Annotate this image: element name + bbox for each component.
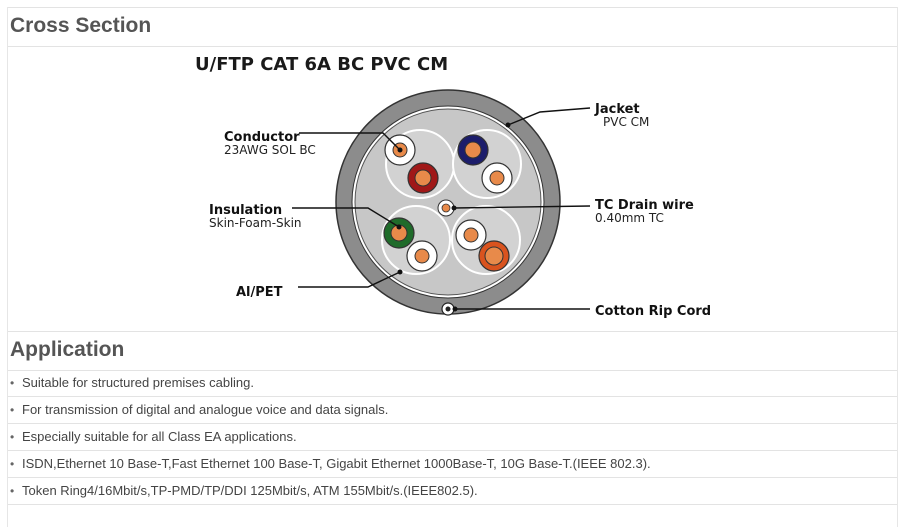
jacket-label: Jacket <box>594 102 640 117</box>
cross-section-header: Cross Section <box>8 7 897 47</box>
al-pet-label: Al/PET <box>236 285 283 300</box>
insulation-sublabel: Skin-Foam-Skin <box>209 216 302 230</box>
application-header: Application <box>8 331 897 371</box>
insulation-label: Insulation <box>209 203 282 218</box>
rip-cord-label: Cotton Rip Cord <box>595 304 711 319</box>
list-item: • Especially suitable for all Class EA a… <box>8 424 897 451</box>
pair-orange <box>451 205 521 275</box>
list-item-text: For transmission of digital and analogue… <box>22 402 389 417</box>
product-spec-panel: Cross Section U/FTP CAT 6A BC PVC CM <box>7 7 898 527</box>
rip-cord-core <box>445 306 451 312</box>
drain-wire-sublabel: 0.40mm TC <box>595 211 664 225</box>
pair-brown <box>384 129 455 199</box>
application-heading: Application <box>10 338 125 361</box>
pair-blue <box>452 129 522 199</box>
drain-wire <box>441 203 451 213</box>
list-item: • Suitable for structured premises cabli… <box>8 370 897 397</box>
bullet-icon: • <box>10 430 15 444</box>
pair-green <box>381 205 451 275</box>
leader-dots <box>396 122 511 312</box>
cross-section-figure: U/FTP CAT 6A BC PVC CM <box>8 47 897 331</box>
drain-wire-label: TC Drain wire <box>595 198 694 213</box>
cable-cross-section-diagram: U/FTP CAT 6A BC PVC CM <box>195 54 711 319</box>
cable-drawing <box>335 89 561 316</box>
jacket-sublabel: PVC CM <box>603 115 649 129</box>
diagram-title: U/FTP CAT 6A BC PVC CM <box>195 54 448 75</box>
conductor-sublabel: 23AWG SOL BC <box>224 143 316 157</box>
list-item: • For transmission of digital and analog… <box>8 397 897 424</box>
list-item-text: Suitable for structured premises cabling… <box>22 375 254 390</box>
leader-lines <box>292 107 591 310</box>
cross-section-heading: Cross Section <box>10 14 152 37</box>
bullet-icon: • <box>10 403 15 417</box>
conductor-label: Conductor <box>224 130 300 145</box>
bullet-icon: • <box>10 484 15 498</box>
list-item-text: Token Ring4/16Mbit/s,TP-PMD/TP/DDI 125Mb… <box>22 483 478 498</box>
bullet-icon: • <box>10 457 15 471</box>
list-item-text: Especially suitable for all Class EA app… <box>22 429 297 444</box>
list-item-text: ISDN,Ethernet 10 Base-T,Fast Ethernet 10… <box>22 456 651 471</box>
list-item: • ISDN,Ethernet 10 Base-T,Fast Ethernet … <box>8 451 897 478</box>
bullet-icon: • <box>10 376 15 390</box>
list-item: • Token Ring4/16Mbit/s,TP-PMD/TP/DDI 125… <box>8 478 897 505</box>
